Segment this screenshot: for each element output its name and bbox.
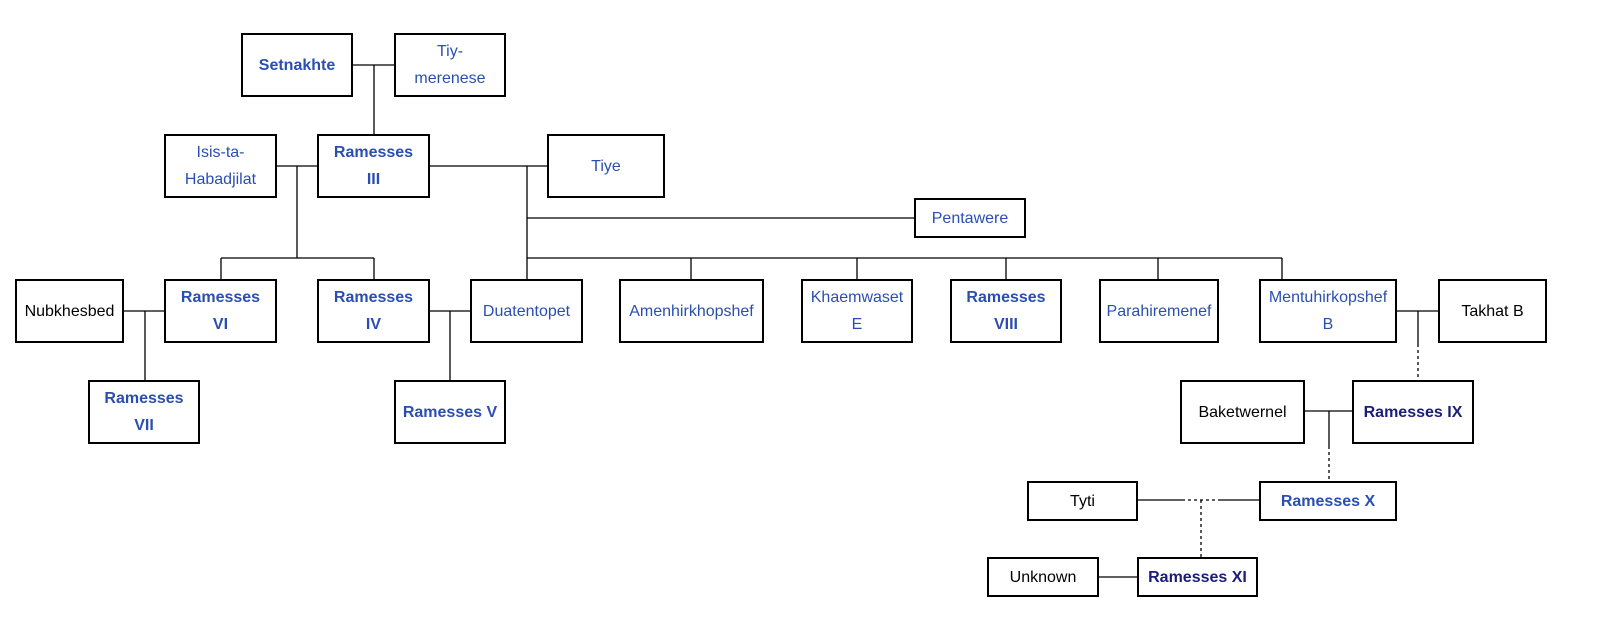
person-takhat-b: Takhat B (1438, 279, 1547, 343)
person-ramesses-viii[interactable]: Ramesses VIII (950, 279, 1062, 343)
node-label: Ramesses IX (1363, 403, 1463, 421)
node-label: Nubkhesbed (24, 302, 115, 320)
node-label: Tiy- merenese (414, 43, 486, 87)
person-ramesses-vii[interactable]: Ramesses VII (88, 380, 200, 444)
person-khaemwaset-e[interactable]: Khaemwaset E (801, 279, 913, 343)
node-label: Khaemwaset E (810, 289, 904, 333)
node-label: Ramesses X (1280, 492, 1376, 510)
node-label: Unknown (1009, 568, 1077, 586)
person-ramesses-iii[interactable]: Ramesses III (317, 134, 430, 198)
node-label: Amenhirkhopshef (629, 302, 754, 320)
person-tyti: Tyti (1027, 481, 1138, 521)
node-label: Ramesses VII (104, 390, 184, 434)
node-label: Ramesses III (333, 144, 414, 188)
person-ramesses-iv[interactable]: Ramesses IV (317, 279, 430, 343)
person-ramesses-x[interactable]: Ramesses X (1259, 481, 1397, 521)
person-mentuhirkopshef-b[interactable]: Mentuhirkopshef B (1259, 279, 1397, 343)
node-label: Tiye (591, 157, 621, 175)
person-nubkhesbed: Nubkhesbed (15, 279, 124, 343)
node-label: Isis-ta- Habadjilat (184, 144, 257, 188)
node-label: Tyti (1070, 492, 1095, 510)
person-parahiremenef[interactable]: Parahiremenef (1099, 279, 1219, 343)
node-label: Ramesses V (402, 403, 498, 421)
node-label: Pentawere (931, 209, 1009, 227)
person-amenhirkhopshef[interactable]: Amenhirkhopshef (619, 279, 764, 343)
person-ramesses-v[interactable]: Ramesses V (394, 380, 506, 444)
node-label: Ramesses VIII (966, 289, 1046, 333)
person-baketwernel: Baketwernel (1180, 380, 1305, 444)
person-ramesses-xi[interactable]: Ramesses XI (1137, 557, 1258, 597)
person-pentawere[interactable]: Pentawere (914, 198, 1026, 238)
node-label: Parahiremenef (1106, 302, 1212, 320)
node-label: Setnakhte (258, 56, 336, 74)
node-label: Ramesses VI (180, 289, 261, 333)
person-isis-ta-habadjilat[interactable]: Isis-ta- Habadjilat (164, 134, 277, 198)
person-tiy-merenese[interactable]: Tiy- merenese (394, 33, 506, 97)
node-label: Duatentopet (482, 302, 571, 320)
node-label: Ramesses IV (333, 289, 414, 333)
person-ramesses-vi[interactable]: Ramesses VI (164, 279, 277, 343)
person-unknown: Unknown (987, 557, 1099, 597)
person-setnakhte[interactable]: Setnakhte (241, 33, 353, 97)
person-ramesses-ix[interactable]: Ramesses IX (1352, 380, 1474, 444)
node-label: Ramesses XI (1148, 568, 1247, 586)
node-label: Takhat B (1461, 302, 1524, 320)
person-tiye[interactable]: Tiye (547, 134, 665, 198)
person-duatentopet[interactable]: Duatentopet (470, 279, 583, 343)
node-label: Baketwernel (1198, 403, 1287, 421)
node-label: Mentuhirkopshef B (1268, 289, 1388, 333)
